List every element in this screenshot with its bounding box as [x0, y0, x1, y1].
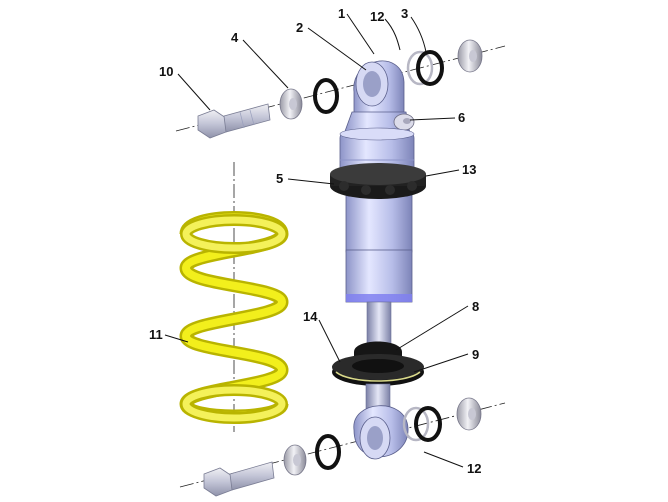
callout-3: 3	[401, 6, 408, 21]
coil-spring	[179, 211, 289, 424]
callout-6: 6	[458, 110, 465, 125]
callout-13: 13	[462, 162, 476, 177]
callout-4: 4	[231, 30, 239, 45]
callout-9: 9	[472, 347, 479, 362]
lower-right-spacer	[456, 397, 482, 431]
callout-2: 2	[296, 20, 303, 35]
callout-12-lower: 12	[467, 461, 481, 476]
upper-bolt	[197, 103, 271, 139]
callout-5: 5	[276, 171, 283, 186]
leader-lines	[164, 13, 469, 468]
lower-left-spacer	[283, 444, 307, 476]
lower-bolt	[203, 461, 275, 497]
callouts: 1 2 12 3 4 10 6 5 13 11 14 8 9 12	[149, 6, 481, 476]
callout-8: 8	[472, 299, 479, 314]
callout-1: 1	[338, 6, 345, 21]
upper-left-spacer	[279, 88, 303, 120]
upper-left-oring	[313, 78, 339, 114]
callout-11: 11	[149, 327, 163, 342]
callout-10: 10	[159, 64, 173, 79]
lower-left-oring	[315, 434, 341, 470]
upper-right-rings	[406, 50, 444, 86]
lower-right-rings	[402, 406, 442, 442]
callout-12-upper: 12	[370, 9, 384, 24]
upper-right-spacer	[457, 39, 483, 73]
shock-body	[330, 60, 426, 460]
callout-14: 14	[303, 309, 318, 324]
